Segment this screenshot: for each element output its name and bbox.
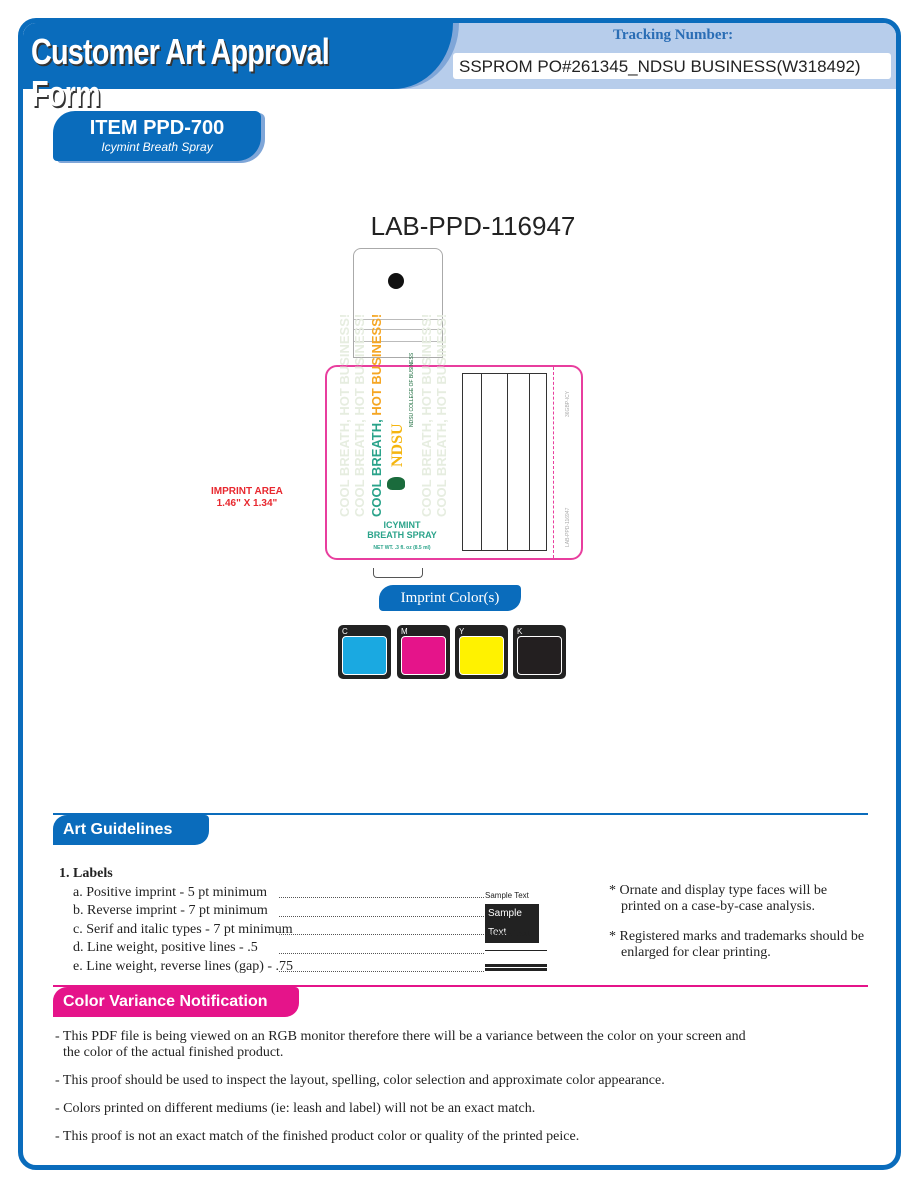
sample-text: Sample Text — [485, 890, 529, 900]
spray-cap-outline — [353, 248, 443, 358]
bottle-neck-outline — [373, 568, 423, 578]
note-text: Ornate and display type faces will be pr… — [619, 883, 828, 914]
swatch-yellow: Y — [455, 625, 508, 679]
guideline-text: b. Reverse imprint - 7 pt minimum — [73, 903, 268, 918]
swatch-label: Y — [459, 627, 465, 636]
lab-number: LAB-PPD-116947 — [370, 211, 576, 241]
variance-item: - Colors printed on different mediums (i… — [55, 1101, 536, 1116]
guideline-item: e. Line weight, reverse lines (gap) - .7… — [59, 958, 547, 977]
item-name: Icymint Breath Spray — [101, 140, 213, 154]
variance-item: - This proof is not an exact match of th… — [55, 1129, 580, 1144]
swatch-magenta: M — [397, 625, 450, 679]
ndsu-logo: NDSU — [389, 423, 406, 467]
slogan: COOL BREATH, HOT BUSINESS! — [369, 314, 384, 517]
guideline-text: e. Line weight, reverse lines (gap) - .7… — [73, 958, 294, 974]
guideline-notes: * Ornate and display type faces will be … — [607, 883, 867, 975]
imprint-colors-title: Imprint Color(s) — [379, 585, 521, 611]
side-code: 36GBP-ICY — [565, 390, 571, 417]
guidelines-heading: 1. Labels — [59, 866, 113, 881]
divider — [53, 985, 868, 987]
guideline-text: d. Line weight, positive lines - .5 — [73, 940, 258, 955]
item-code: ITEM PPD-700 — [89, 117, 225, 139]
sample-line — [485, 950, 547, 951]
slogan-part-1: COOL BREATH, — [369, 419, 384, 517]
imprint-area-size: 1.46" X 1.34" — [216, 498, 278, 509]
product-label-proof: COOL BREATH, HOT BUSINESS!COOL BREATH, H… — [325, 314, 583, 560]
ndsu-subtitle: NDSU COLLEGE OF BUSINESS — [409, 352, 415, 427]
sample-text-serif: Sample Text — [485, 927, 530, 938]
guideline-text: c. Serif and italic types - 7 pt minimum — [73, 921, 293, 937]
swatch-label: M — [401, 627, 408, 636]
imprint-area: IMPRINT AREA 1.46" X 1.34" — [211, 486, 283, 510]
drug-facts-panel — [462, 373, 547, 551]
guideline-item: d. Line weight, positive lines - .5 — [59, 939, 547, 958]
slogan-part-2: HOT BUSINESS! — [369, 313, 384, 416]
note: * Ornate and display type faces will be … — [609, 883, 828, 914]
form-title: Customer Art Approval Form — [31, 31, 330, 114]
tracking-label: Tracking Number: — [613, 27, 734, 43]
color-variance-title: Color Variance Notification — [53, 987, 299, 1017]
side-lab-code: LAB-PPD-116947 — [565, 507, 571, 547]
sample-reverse-line — [485, 963, 547, 971]
guidelines-list: 1. Labels a. Positive imprint - 5 pt min… — [59, 865, 547, 977]
guideline-item: c. Serif and italic types - 7 pt minimum… — [59, 921, 539, 940]
swatch-cyan: C — [338, 625, 391, 679]
product-name: ICYMINT BREATH SPRAY NET WT. .3 fl. oz (… — [347, 520, 457, 553]
form-frame: Customer Art Approval Form Tracking Numb… — [18, 18, 901, 1170]
art-guidelines-title: Art Guidelines — [53, 815, 209, 845]
tracking-number: SSPROM PO#261345_NDSU BUSINESS(W318492) — [453, 53, 891, 79]
note-text: Registered marks and trademarks should b… — [619, 929, 865, 960]
product-line-2: BREATH SPRAY — [367, 530, 437, 540]
bison-logo-icon — [387, 477, 405, 490]
nozzle-icon — [388, 273, 404, 289]
divider — [53, 813, 868, 815]
color-variance-list: - This PDF file is being viewed on an RG… — [53, 1029, 753, 1157]
net-weight: NET WT. .3 fl. oz (8.5 ml) — [373, 545, 431, 551]
imprint-area-label: IMPRINT AREA — [211, 486, 283, 497]
background-slogans: COOL BREATH, HOT BUSINESS!COOL BREATH, H… — [337, 313, 367, 517]
header: Customer Art Approval Form Tracking Numb… — [23, 23, 896, 114]
variance-item: - This proof should be used to inspect t… — [55, 1073, 665, 1088]
guideline-item: a. Positive imprint - 5 pt minimum Sample… — [59, 884, 539, 903]
item-badge: ITEM PPD-700 Icymint Breath Spray — [53, 111, 261, 161]
swatch-label: C — [342, 627, 348, 636]
swatch-label: K — [517, 627, 523, 636]
background-slogans-2: COOL BREATH, HOT BUSINESS!COOL BREATH, H… — [419, 313, 449, 517]
header-title-band: Customer Art Approval Form — [23, 23, 453, 114]
product-line-1: ICYMINT — [383, 520, 421, 530]
sample-text-reverse: Sample Text — [485, 904, 539, 943]
guideline-text: a. Positive imprint - 5 pt minimum — [73, 884, 268, 900]
swatch-black: K — [513, 625, 566, 679]
note: * Registered marks and trademarks should… — [609, 929, 865, 960]
variance-item: - This PDF file is being viewed on an RG… — [55, 1029, 746, 1060]
